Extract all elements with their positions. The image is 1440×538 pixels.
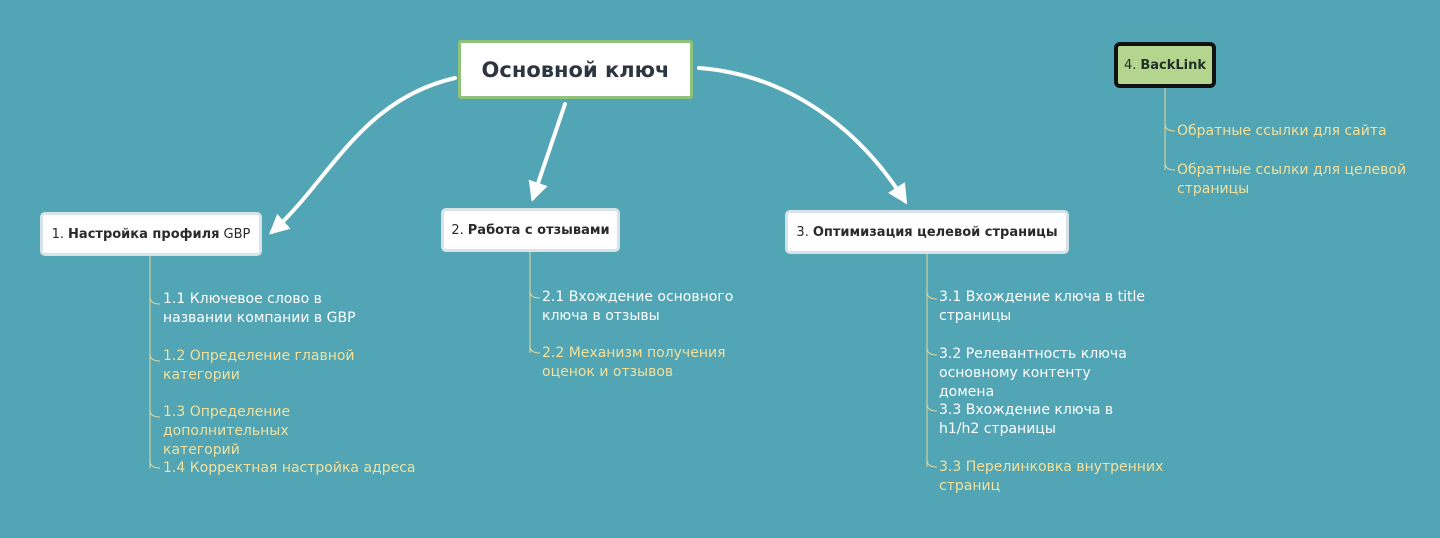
branch-number: 1.	[51, 226, 65, 242]
sub-item[interactable]: 2.2 Механизм получения оценок и отзывов	[542, 345, 726, 380]
sub-item[interactable]: 3.2 Релевантность ключа основному контен…	[939, 346, 1127, 400]
arrow-root-to-branch-2	[528, 102, 567, 202]
branch-label: Оптимизация целевой страницы	[812, 224, 1058, 240]
sub-item[interactable]: 2.1 Вхождение основного ключа в отзывы	[542, 289, 734, 324]
branch-label: Работа с отзывами	[467, 222, 610, 238]
sub-item[interactable]: 1.1 Ключевое слово в названии компании в…	[163, 291, 356, 326]
sub-item[interactable]: 3.1 Вхождение ключа в title страницы	[939, 289, 1145, 324]
branch-node-reviews[interactable]: 2. Работа с отзывами	[441, 208, 620, 252]
branch-number: 2.	[451, 222, 464, 238]
branch-label: BackLink	[1140, 57, 1207, 73]
tree-line-branch-3	[926, 254, 938, 468]
branch-number: 4.	[1123, 57, 1137, 73]
branch-number: 3.	[796, 224, 809, 240]
tree-line-branch-1	[149, 256, 161, 469]
sub-item[interactable]: 1.2 Определение главной категории	[163, 348, 355, 383]
sub-item[interactable]: 3.3 Вхождение ключа в h1/h2 страницы	[939, 402, 1114, 437]
sub-item[interactable]: Обратные ссылки для сайта	[1177, 123, 1387, 139]
sub-item[interactable]: 1.4 Корректная настройка адреса	[163, 460, 416, 476]
branch-node-landing-page-optimization[interactable]: 3. Оптимизация целевой страницы	[785, 210, 1069, 254]
branch-label: Настройка профиля	[68, 226, 220, 242]
root-node[interactable]: Основной ключ	[458, 40, 693, 99]
branch-suffix: GBP	[223, 226, 251, 242]
tree-line-branch-4	[1164, 88, 1176, 171]
sub-item[interactable]: 1.3 Определение дополнительных категорий	[163, 404, 291, 458]
branch-node-profile-setup[interactable]: 1. Настройка профиля GBP	[40, 212, 262, 256]
sub-item[interactable]: 3.3 Перелинковка внутренних страниц	[939, 459, 1164, 494]
arrow-root-to-branch-3	[697, 66, 908, 205]
root-label: Основной ключ	[481, 57, 670, 82]
arrow-root-to-branch-1	[269, 76, 457, 235]
tree-line-branch-2	[529, 252, 541, 354]
sub-item[interactable]: Обратные ссылки для целевой страницы	[1177, 162, 1407, 197]
branch-node-backlink[interactable]: 4. BackLink	[1114, 42, 1216, 88]
